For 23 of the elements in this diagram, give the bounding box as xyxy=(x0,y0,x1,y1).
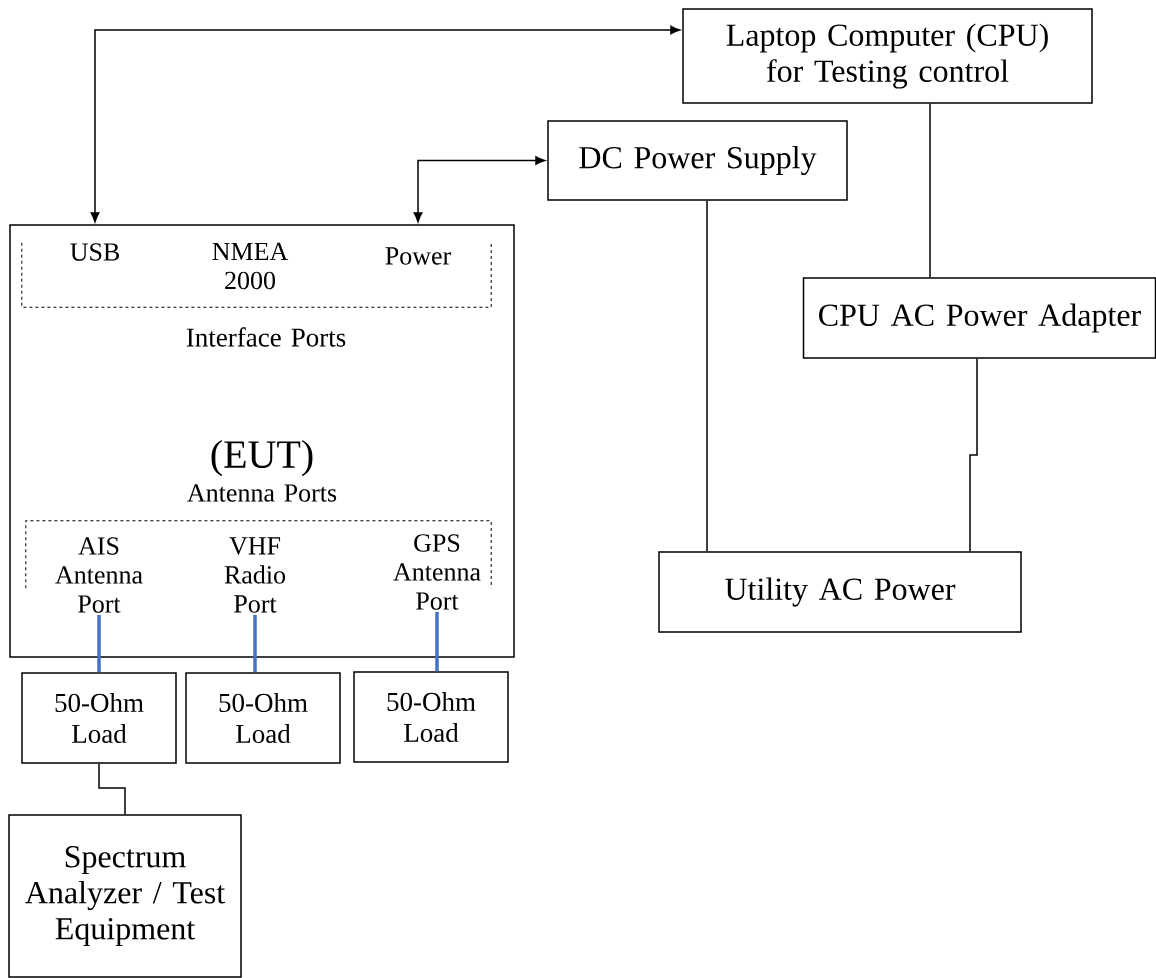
device-box: CPU AC Power Adapter xyxy=(802,277,1156,359)
connector-line xyxy=(97,614,101,673)
connector-line xyxy=(435,611,439,672)
device-box: DC Power Supply xyxy=(547,120,848,201)
device-box: 50-Ohm Load xyxy=(185,672,341,764)
port-label: Power xyxy=(385,247,451,265)
arrow xyxy=(90,25,681,223)
connector-line xyxy=(969,358,978,552)
port-label: GPS Antenna Port xyxy=(393,534,481,610)
arrow xyxy=(413,156,546,223)
device-box: 50-Ohm Load xyxy=(353,671,509,763)
connector-line xyxy=(706,200,708,552)
connector-line xyxy=(253,614,257,673)
device-box: Laptop Computer (CPU) for Testing control xyxy=(682,8,1093,104)
connector-line xyxy=(98,763,126,815)
port-label: NMEA 2000 xyxy=(212,242,289,290)
port-label: USB xyxy=(70,243,119,261)
port-label: VHF Radio Port xyxy=(224,537,286,613)
device-box: Utility AC Power xyxy=(658,551,1022,633)
device-box: 50-Ohm Load xyxy=(21,672,177,764)
device-box: Spectrum Analyzer / Test Equipment xyxy=(8,814,242,978)
connector-line xyxy=(929,103,931,278)
port-label: AIS Antenna Port xyxy=(55,537,143,613)
